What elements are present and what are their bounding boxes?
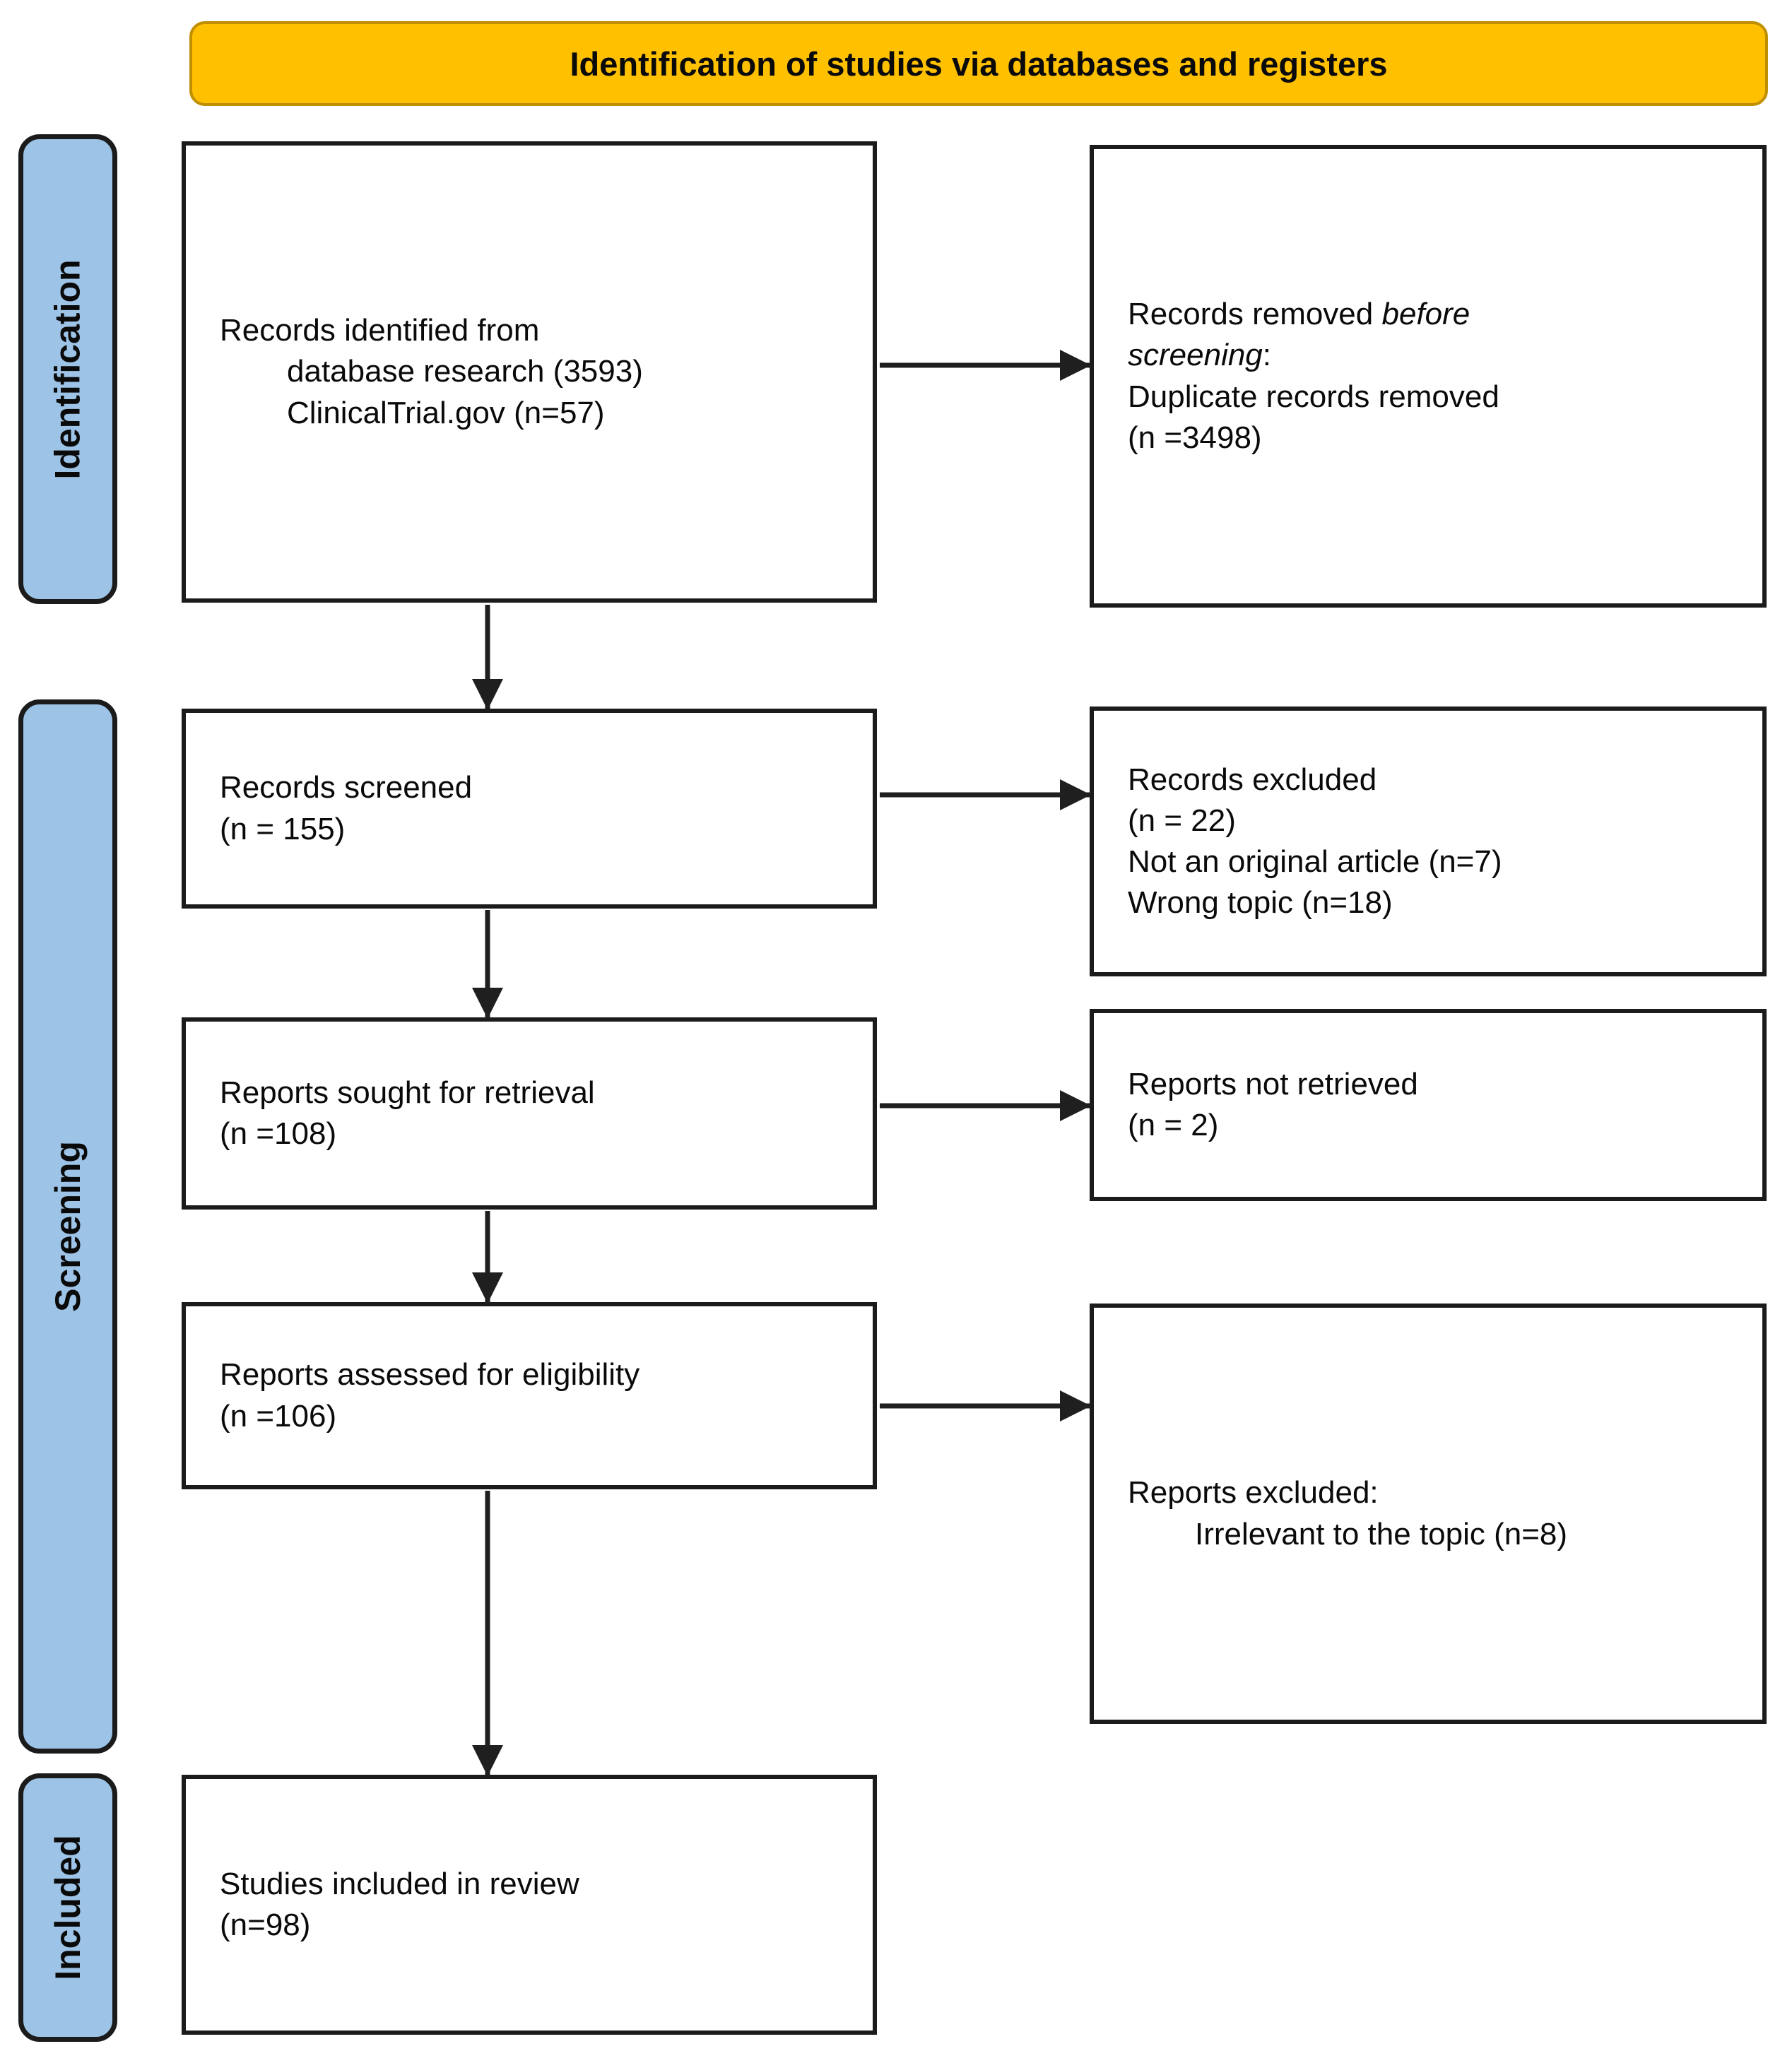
box-records-removed-line-1: Records removed before xyxy=(1128,294,1741,335)
box-records-screened: Records screened (n = 155) xyxy=(182,709,877,909)
box-records-removed-line-2: screening: xyxy=(1128,335,1741,376)
box-records-removed-line-4: (n =3498) xyxy=(1128,420,1262,455)
box-records-excluded-line-1: Records excluded xyxy=(1128,762,1377,797)
box-records-removed-line-2-italic: screening xyxy=(1128,338,1263,373)
box-studies-included: Studies included in review (n=98) xyxy=(182,1775,877,2035)
stage-label-included: Included xyxy=(18,1773,117,2042)
box-records-excluded-line-3: Not an original article (n=7) xyxy=(1128,844,1502,879)
box-reports-not-retrieved-line-2: (n = 2) xyxy=(1128,1108,1219,1142)
diagram-title-banner: Identification of studies via databases … xyxy=(189,21,1768,106)
box-reports-assessed-line-2: (n =106) xyxy=(220,1398,337,1434)
stage-label-identification: Identification xyxy=(18,134,117,604)
box-records-excluded-line-4: Wrong topic (n=18) xyxy=(1128,885,1393,921)
box-reports-assessed: Reports assessed for eligibility (n =106… xyxy=(182,1302,877,1489)
box-reports-not-retrieved-line-1: Reports not retrieved xyxy=(1128,1066,1418,1101)
stage-label-identification-text: Identification xyxy=(48,259,88,480)
box-studies-included-line-2: (n=98) xyxy=(220,1908,311,1942)
stage-label-screening: Screening xyxy=(18,699,117,1754)
box-reports-sought-line-1: Reports sought for retrieval xyxy=(220,1075,595,1110)
box-records-screened-line-1: Records screened xyxy=(220,770,473,805)
box-records-removed-line-3: Duplicate records removed xyxy=(1128,379,1499,414)
box-records-screened-line-2: (n = 155) xyxy=(220,811,346,846)
box-reports-sought: Reports sought for retrieval (n =108) xyxy=(182,1017,877,1210)
box-records-identified: Records identified from database researc… xyxy=(182,141,877,603)
box-reports-excluded-line-2: Irrelevant to the topic (n=8) xyxy=(1195,1516,1568,1551)
diagram-title: Identification of studies via databases … xyxy=(570,45,1388,83)
box-records-removed-line-1-italic: before xyxy=(1381,297,1470,332)
box-records-identified-line-1: Records identified from xyxy=(220,313,540,348)
box-reports-not-retrieved: Reports not retrieved (n = 2) xyxy=(1090,1009,1767,1201)
box-reports-sought-line-2: (n =108) xyxy=(220,1116,337,1151)
box-records-identified-line-3: ClinicalTrial.gov (n=57) xyxy=(287,395,605,430)
box-reports-excluded-line-1: Reports excluded: xyxy=(1128,1475,1379,1511)
box-records-identified-line-2: database research (3593) xyxy=(287,354,643,389)
box-records-excluded-line-2: (n = 22) xyxy=(1128,803,1236,838)
box-records-removed-line-2-colon: : xyxy=(1262,338,1272,373)
box-reports-assessed-line-1: Reports assessed for eligibility xyxy=(220,1357,640,1393)
box-records-removed: Records removed before screening: Duplic… xyxy=(1090,145,1767,608)
box-records-excluded: Records excluded (n = 22) Not an origina… xyxy=(1090,707,1767,976)
box-records-removed-line-1-normal: Records removed xyxy=(1128,297,1382,332)
box-studies-included-line-1: Studies included in review xyxy=(220,1866,579,1901)
stage-label-included-text: Included xyxy=(48,1835,88,1980)
stage-label-screening-text: Screening xyxy=(48,1141,88,1312)
box-reports-excluded: Reports excluded: Irrelevant to the topi… xyxy=(1090,1304,1767,1724)
